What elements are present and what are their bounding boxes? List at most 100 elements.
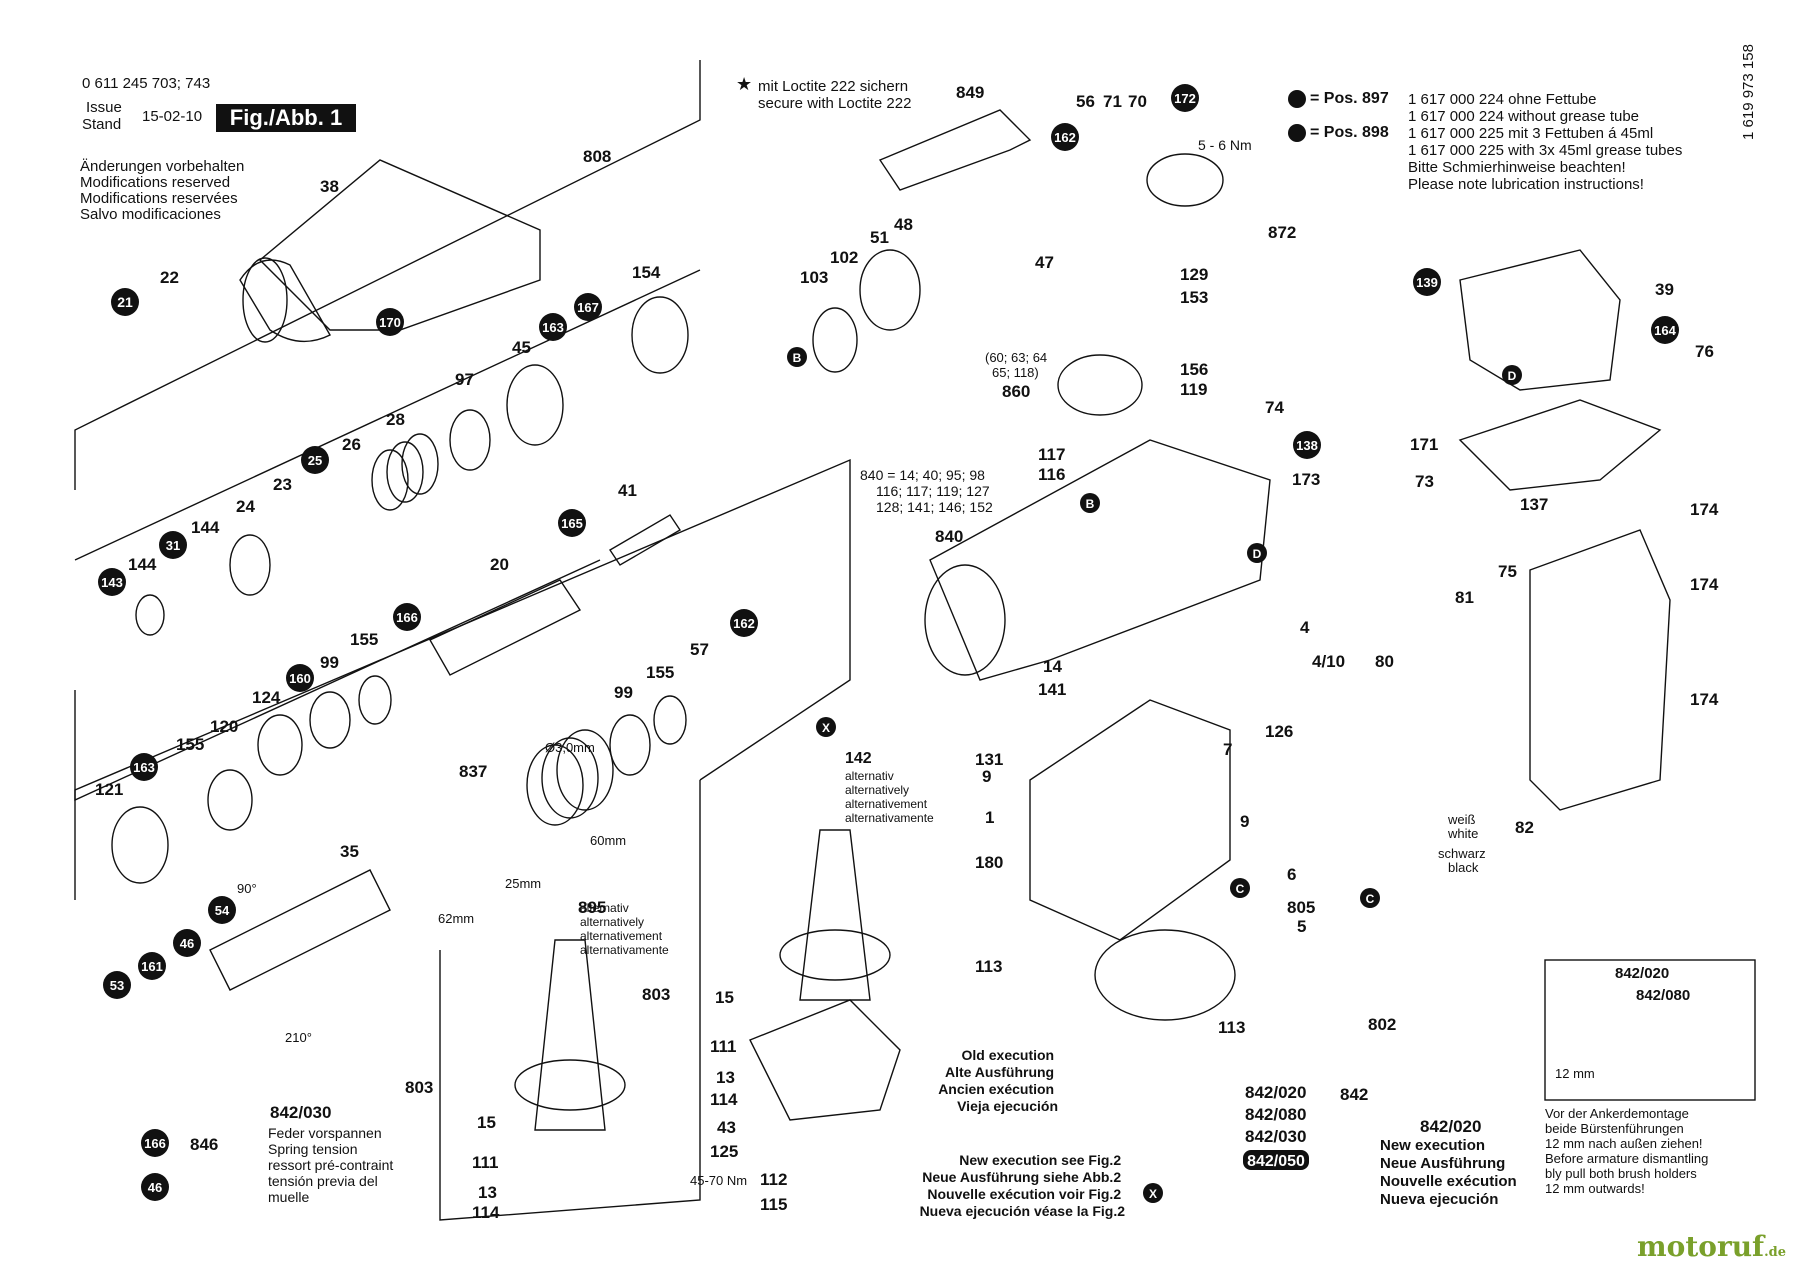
svg-text:138: 138 <box>1296 438 1318 453</box>
grease-line-3: 1 617 000 225 mit 3 Fettuben á 45ml <box>1408 125 1654 142</box>
callout-162b: 162 <box>1051 123 1079 151</box>
grease-dot-898-icon <box>1288 124 1306 142</box>
ring-155 <box>358 675 392 725</box>
dim-210deg: 210° <box>285 1030 312 1045</box>
label-872: 872 <box>1268 223 1296 242</box>
label-43: 43 <box>717 1118 736 1137</box>
sleeve-35 <box>209 869 391 991</box>
callout-162a: 162 <box>730 609 758 637</box>
bearing-51 <box>859 249 921 331</box>
label-114a: 114 <box>472 1203 500 1222</box>
frame-line-center <box>439 780 701 1221</box>
modifications-fr: Modifications reservées <box>80 190 238 207</box>
label-153: 153 <box>1180 288 1208 307</box>
grease-line-5: Bitte Schmierhinweise beachten! <box>1408 159 1626 176</box>
label-174a: 174 <box>1690 500 1719 519</box>
label-144b: 144 <box>128 555 157 574</box>
marker-d-2: D <box>1247 543 1267 563</box>
label-155a: 155 <box>350 630 378 649</box>
svg-text:B: B <box>793 351 802 365</box>
inset-842-080: 842/080 <box>1636 987 1690 1004</box>
callout-163a: 163 <box>539 313 567 341</box>
callout-143: 143 <box>98 568 126 596</box>
label-111b: 111 <box>710 1037 737 1056</box>
frame-line-mid2 <box>74 559 601 802</box>
frame-line-lower <box>74 458 851 900</box>
dim-d30: Ø3,0mm <box>545 740 595 755</box>
label-45: 45 <box>512 338 531 357</box>
label-13b: 13 <box>716 1068 735 1087</box>
svg-text:161: 161 <box>141 959 163 974</box>
svg-text:167: 167 <box>577 300 599 315</box>
label-103: 103 <box>800 268 828 287</box>
label-6: 6 <box>1287 865 1296 884</box>
ring-45 <box>506 364 564 446</box>
cover-73 <box>1458 399 1662 491</box>
svg-text:C: C <box>1236 882 1245 896</box>
ring-124 <box>257 714 303 776</box>
label-82: 82 <box>1515 818 1534 837</box>
label-802: 802 <box>1368 1015 1396 1034</box>
label-156: 156 <box>1180 360 1208 379</box>
marker-x-2: X <box>1143 1183 1163 1203</box>
svg-text:172: 172 <box>1174 91 1196 106</box>
svg-text:31: 31 <box>166 538 180 553</box>
ring-97 <box>449 409 491 471</box>
pos897-label: = Pos. 897 <box>1310 90 1389 107</box>
modifications-es: Salvo modificaciones <box>80 206 221 223</box>
motor-housing-1 <box>1029 699 1231 941</box>
note-torque-45-70: 45-70 Nm <box>690 1173 747 1188</box>
label-35: 35 <box>340 842 359 861</box>
armature-803b-fan <box>514 1059 626 1111</box>
label-20: 20 <box>490 555 509 574</box>
svg-text:166: 166 <box>396 610 418 625</box>
callout-170: 170 <box>376 308 404 336</box>
note-alt142: 142 alternativ alternatively alternative… <box>845 750 934 825</box>
label-9b: 9 <box>1240 812 1249 831</box>
label-70: 70 <box>1128 92 1147 111</box>
callout-164: 164 <box>1651 316 1679 344</box>
marker-b-2: B <box>1080 493 1100 513</box>
ring-99 <box>309 691 351 749</box>
label-840: 840 <box>935 527 963 546</box>
label-842-080: 842/080 <box>1245 1105 1306 1124</box>
ring-99b <box>609 714 651 776</box>
label-842: 842 <box>1340 1085 1368 1104</box>
label-141: 141 <box>1038 680 1066 699</box>
grease-line-6: Please note lubrication instructions! <box>1408 176 1644 193</box>
grease-line-2: 1 617 000 224 without grease tube <box>1408 108 1640 125</box>
label-112: 112 <box>760 1170 787 1189</box>
ring-120 <box>207 769 253 831</box>
ring-837c <box>556 729 614 811</box>
svg-text:166: 166 <box>144 1136 166 1151</box>
loctite-note-de: mit Loctite 222 sichern <box>758 78 909 95</box>
callout-139: 139 <box>1413 268 1441 296</box>
label-4-10: 4/10 <box>1312 652 1345 671</box>
label-174c: 174 <box>1690 690 1719 709</box>
label-842-020: 842/020 <box>1245 1083 1306 1102</box>
document-number: 1 619 973 158 <box>1740 44 1757 140</box>
article-number: 0 611 245 703; 743 <box>82 75 211 92</box>
label-155c: 155 <box>646 663 674 682</box>
label-56: 56 <box>1076 92 1095 111</box>
label-115: 115 <box>760 1195 787 1214</box>
gear-housing-840 <box>929 439 1271 681</box>
hood-39 <box>1459 249 1621 391</box>
label-9a: 9 <box>982 767 991 786</box>
callout-25: 25 <box>301 446 329 474</box>
dim-25mm: 25mm <box>505 876 541 891</box>
note-new-execution: 842/020 New execution Neue Ausführung No… <box>1380 1117 1521 1208</box>
note-spring: 842/030 Feder vorspannen Spring tension … <box>268 1103 398 1205</box>
ring-837a <box>526 744 584 826</box>
ring-28a <box>371 449 409 511</box>
label-171: 171 <box>1410 435 1438 454</box>
svg-text:25: 25 <box>308 453 322 468</box>
label-860: 860 <box>1002 382 1030 401</box>
ring-103 <box>812 307 858 373</box>
label-39: 39 <box>1655 280 1674 299</box>
label-76: 76 <box>1695 342 1714 361</box>
label-180: 180 <box>975 853 1003 872</box>
label-849: 849 <box>956 83 984 102</box>
label-837: 837 <box>459 762 487 781</box>
label-99a: 99 <box>320 653 339 672</box>
